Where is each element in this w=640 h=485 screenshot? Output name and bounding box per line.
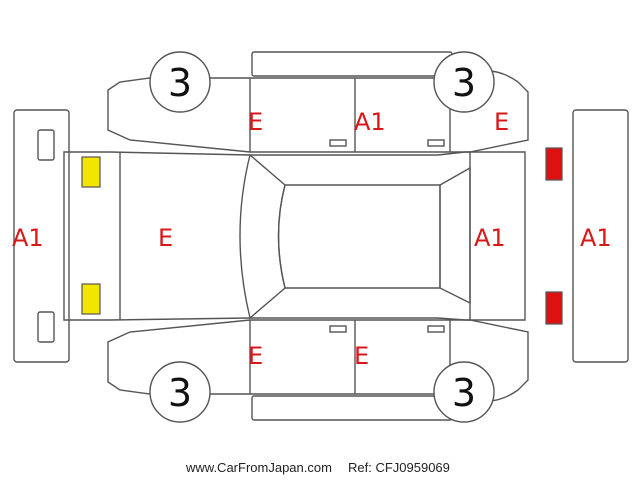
left-side-sill [251,51,453,77]
tire-front-left-grade: 3 [168,61,192,105]
tire-rear-right-grade: 3 [452,371,476,415]
right-side-sill [251,395,453,421]
label-left-doors: A1 [354,108,386,136]
tire-rear-right [433,361,495,423]
left-front-handle [329,139,347,147]
label-tailgate: A1 [474,224,506,252]
label-right-front-door: E [354,342,369,370]
tire-front-right-grade: 3 [168,371,192,415]
footer-ref: Ref: CFJ0959069 [348,460,450,475]
right-rear-handle [427,325,445,333]
front-bumper-panel [13,109,70,363]
front-bumper-fog-lower [37,311,55,343]
left-rear-handle [427,139,445,147]
footer-site: www.CarFromJapan.com [185,460,332,475]
label-rear-bumper: A1 [580,224,612,252]
tire-rear-left [433,51,495,113]
rear-window [439,166,471,305]
tire-rear-left-grade: 3 [452,61,476,105]
rear-lamp-upper [545,147,563,181]
right-front-handle [329,325,347,333]
roof [277,184,441,289]
tire-front-right [149,361,211,423]
label-front-bumper: A1 [12,224,44,252]
label-front-right-fender: E [248,342,263,370]
front-lamp-upper [81,156,101,188]
front-lamp-lower [81,283,101,315]
rear-lamp-lower [545,291,563,325]
tire-front-left [149,51,211,113]
label-front-left-fender: E [248,108,263,136]
label-hood: E [158,224,173,252]
front-bumper-fog-upper [37,129,55,161]
rear-bumper-panel [572,109,629,363]
body-outline [63,151,526,321]
label-rear-left-quarter: E [494,108,509,136]
